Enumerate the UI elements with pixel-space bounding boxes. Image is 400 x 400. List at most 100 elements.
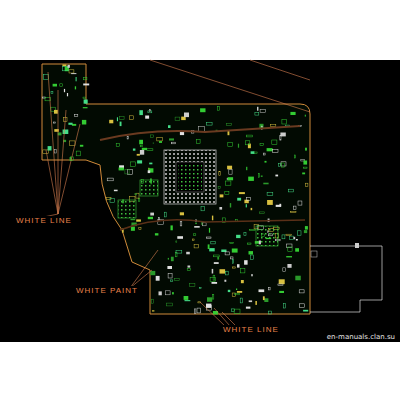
component bbox=[251, 274, 252, 276]
component bbox=[305, 148, 307, 151]
component-field bbox=[42, 64, 308, 314]
component bbox=[298, 201, 302, 205]
component bbox=[283, 304, 285, 308]
component bbox=[267, 200, 273, 205]
component bbox=[282, 235, 285, 239]
component bbox=[116, 143, 119, 146]
component bbox=[76, 151, 81, 156]
component bbox=[218, 107, 220, 111]
component bbox=[131, 227, 135, 231]
component bbox=[201, 206, 205, 211]
component bbox=[83, 107, 88, 108]
component bbox=[248, 144, 251, 149]
watermark: en-manuals.clan.su bbox=[326, 332, 396, 342]
component bbox=[137, 154, 140, 156]
component bbox=[303, 161, 307, 165]
component bbox=[214, 262, 219, 264]
component bbox=[212, 269, 214, 274]
component bbox=[257, 107, 258, 111]
component bbox=[265, 161, 267, 163]
component bbox=[227, 166, 232, 170]
component bbox=[251, 208, 253, 210]
component bbox=[44, 74, 49, 79]
component bbox=[294, 237, 296, 240]
component bbox=[184, 113, 189, 118]
component bbox=[282, 120, 287, 124]
component bbox=[288, 189, 293, 192]
component bbox=[70, 141, 75, 146]
component bbox=[171, 280, 173, 282]
component bbox=[84, 100, 88, 104]
component bbox=[272, 140, 277, 145]
component bbox=[148, 170, 151, 173]
component bbox=[180, 221, 182, 226]
component bbox=[51, 91, 53, 93]
component bbox=[208, 244, 210, 249]
component bbox=[82, 120, 86, 125]
connector-outline bbox=[310, 246, 382, 312]
component bbox=[248, 243, 251, 244]
component bbox=[45, 98, 50, 101]
component bbox=[300, 304, 305, 308]
component bbox=[165, 212, 167, 217]
cpu-bga bbox=[164, 150, 216, 204]
component bbox=[139, 228, 141, 230]
component bbox=[275, 175, 278, 177]
component bbox=[259, 289, 265, 292]
component bbox=[225, 192, 229, 195]
component bbox=[228, 177, 234, 180]
component bbox=[139, 140, 143, 145]
component bbox=[166, 291, 170, 295]
component bbox=[184, 296, 189, 300]
cpu-core bbox=[176, 162, 204, 192]
component bbox=[131, 162, 136, 167]
component bbox=[219, 207, 222, 210]
component bbox=[142, 148, 147, 150]
component bbox=[175, 278, 180, 280]
component bbox=[180, 132, 184, 136]
component bbox=[273, 149, 279, 152]
component bbox=[282, 163, 285, 167]
component bbox=[83, 97, 86, 98]
component bbox=[127, 137, 128, 140]
component bbox=[279, 279, 285, 284]
callout-label: WHITE LINE bbox=[222, 325, 280, 335]
component bbox=[136, 219, 141, 221]
component bbox=[207, 237, 211, 238]
component bbox=[260, 110, 266, 113]
component bbox=[114, 190, 118, 192]
component bbox=[172, 292, 174, 294]
component bbox=[280, 136, 281, 141]
component bbox=[192, 239, 194, 241]
component bbox=[129, 116, 133, 120]
component bbox=[171, 257, 174, 262]
component bbox=[48, 146, 52, 150]
component bbox=[217, 257, 219, 260]
component bbox=[76, 77, 77, 81]
component bbox=[240, 298, 242, 303]
pad bbox=[311, 251, 317, 257]
trace-band bbox=[100, 126, 300, 140]
component bbox=[80, 145, 83, 147]
component bbox=[304, 230, 307, 233]
component bbox=[224, 280, 226, 282]
component bbox=[151, 135, 154, 138]
component bbox=[181, 117, 186, 121]
component bbox=[120, 117, 125, 120]
component bbox=[260, 144, 263, 146]
component bbox=[237, 291, 242, 293]
component bbox=[137, 160, 142, 163]
component bbox=[167, 303, 173, 306]
component bbox=[278, 164, 280, 167]
component bbox=[240, 268, 245, 273]
component bbox=[68, 123, 72, 125]
component bbox=[54, 110, 58, 114]
component bbox=[153, 143, 154, 144]
component bbox=[228, 290, 231, 292]
component bbox=[255, 113, 259, 116]
component bbox=[261, 176, 263, 177]
component bbox=[255, 301, 257, 305]
component bbox=[53, 84, 57, 87]
component bbox=[249, 229, 255, 230]
component bbox=[194, 226, 200, 228]
